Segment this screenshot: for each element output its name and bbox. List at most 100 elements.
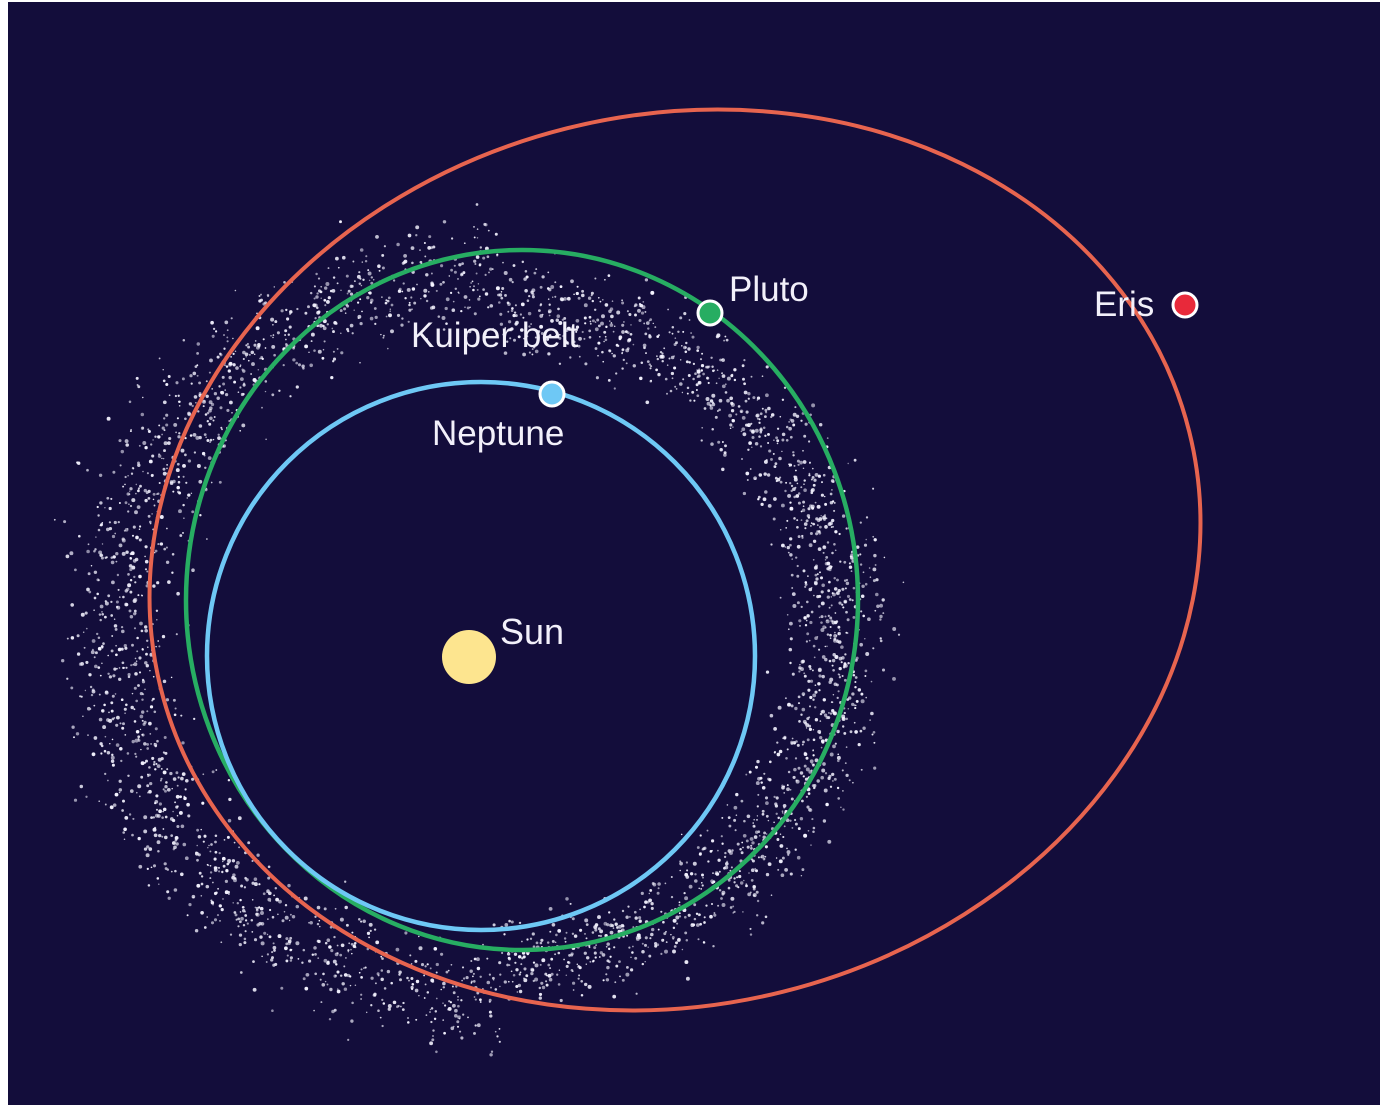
belt-particle — [809, 620, 813, 625]
belt-particle — [98, 613, 102, 616]
belt-particle — [802, 740, 805, 744]
belt-particle — [411, 261, 414, 265]
belt-particle — [775, 796, 779, 800]
belt-particle — [146, 773, 149, 776]
belt-particle — [144, 446, 148, 450]
belt-particle — [137, 735, 141, 739]
belt-particle — [688, 361, 691, 364]
belt-particle — [309, 363, 314, 368]
belt-particle — [124, 589, 129, 593]
belt-particle — [816, 524, 819, 527]
belt-particle — [632, 364, 636, 368]
belt-particle — [547, 309, 552, 314]
belt-particle — [699, 834, 702, 837]
belt-particle — [356, 274, 361, 279]
belt-particle — [140, 426, 145, 430]
belt-particle — [475, 255, 480, 259]
belt-particle — [470, 282, 472, 284]
belt-particle — [752, 822, 754, 824]
belt-particle — [789, 537, 793, 541]
belt-particle — [473, 285, 475, 288]
belt-particle — [82, 715, 84, 718]
belt-particle — [824, 559, 827, 561]
belt-particle — [802, 449, 804, 452]
belt-particle — [110, 600, 113, 604]
belt-particle — [517, 335, 521, 339]
belt-particle — [316, 922, 320, 926]
belt-particle — [773, 439, 775, 442]
belt-particle — [534, 977, 539, 982]
belt-particle — [525, 974, 529, 978]
belt-particle — [97, 514, 100, 517]
belt-particle — [128, 813, 132, 816]
belt-particle — [225, 365, 229, 368]
belt-particle — [585, 963, 588, 965]
belt-particle — [225, 869, 229, 873]
belt-particle — [802, 467, 805, 470]
belt-particle — [221, 870, 224, 874]
belt-particle — [208, 844, 210, 847]
belt-particle — [182, 475, 185, 478]
belt-particle — [792, 412, 797, 417]
belt-particle — [599, 300, 602, 303]
belt-particle — [759, 445, 763, 448]
belt-particle — [794, 406, 797, 409]
belt-particle — [765, 670, 770, 674]
belt-particle — [815, 517, 819, 521]
belt-particle — [822, 473, 826, 477]
belt-particle — [820, 746, 823, 749]
belt-particle — [463, 242, 466, 245]
belt-particle — [130, 664, 133, 667]
belt-particle — [794, 706, 798, 711]
belt-particle — [193, 395, 198, 399]
belt-particle — [845, 631, 848, 634]
belt-particle — [872, 535, 875, 538]
belt-particle — [404, 297, 407, 300]
belt-particle — [678, 904, 681, 907]
belt-particle — [863, 543, 868, 547]
belt-particle — [97, 646, 102, 651]
belt-particle — [161, 634, 166, 639]
belt-particle — [504, 293, 507, 297]
belt-particle — [250, 918, 254, 922]
belt-particle — [788, 426, 792, 431]
belt-particle — [134, 672, 138, 676]
belt-particle — [212, 419, 215, 422]
belt-particle — [507, 302, 511, 306]
belt-particle — [171, 553, 175, 556]
belt-particle — [750, 375, 753, 378]
belt-particle — [368, 279, 371, 282]
belt-particle — [605, 973, 608, 976]
belt-particle — [604, 338, 608, 342]
belt-particle — [313, 1009, 315, 1012]
belt-particle — [498, 301, 501, 304]
belt-particle — [425, 273, 429, 277]
belt-particle — [842, 808, 845, 811]
belt-particle — [315, 272, 318, 276]
belt-particle — [415, 234, 418, 237]
belt-particle — [182, 842, 187, 847]
belt-particle — [430, 1007, 434, 1010]
belt-particle — [475, 272, 478, 275]
belt-particle — [247, 345, 251, 349]
belt-particle — [720, 897, 723, 900]
belt-particle — [681, 391, 684, 394]
belt-particle — [813, 523, 816, 525]
belt-particle — [791, 737, 794, 740]
belt-particle — [812, 830, 815, 834]
belt-particle — [435, 1050, 438, 1054]
belt-particle — [808, 474, 811, 477]
belt-particle — [788, 647, 793, 652]
belt-particle — [304, 311, 308, 315]
belt-particle — [118, 791, 121, 794]
belt-particle — [133, 708, 136, 711]
belt-particle — [804, 583, 808, 586]
belt-particle — [489, 267, 493, 271]
belt-particle — [705, 397, 710, 401]
belt-particle — [176, 784, 179, 787]
belt-particle — [323, 907, 327, 911]
belt-particle — [657, 887, 660, 890]
belt-particle — [239, 386, 242, 389]
belt-particle — [129, 579, 133, 582]
belt-particle — [244, 352, 249, 357]
